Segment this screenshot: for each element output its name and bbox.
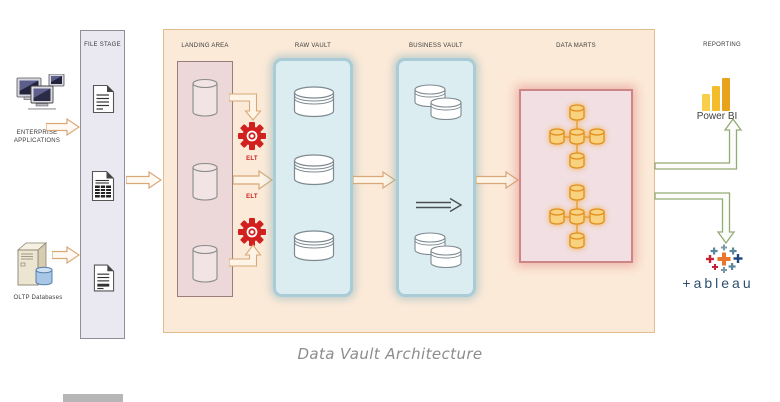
tableau-sparkle-icon — [706, 244, 743, 273]
business-vault-box — [396, 58, 476, 297]
star-schema-icon — [549, 184, 605, 249]
arrow-oltp-to-filestage — [52, 245, 80, 265]
elt-bottom-label: ELT — [246, 194, 258, 200]
data-marts-box — [519, 89, 633, 263]
enterprise-applications-label: ENTERPRISE APPLICATIONS — [13, 130, 61, 145]
database-pair-icon — [414, 84, 462, 121]
arrow-businessvault-to-datamarts — [476, 170, 519, 190]
bottom-scrollbar-fragment — [63, 394, 123, 402]
arrow-landing-to-bottom-gear — [229, 244, 262, 267]
raw-vault-box — [273, 58, 353, 297]
elt-top-label: ELT — [246, 156, 258, 162]
spreadsheet-document-icon — [91, 170, 115, 202]
reporting-label: REPORTING — [703, 42, 741, 48]
landing-area-box — [177, 61, 233, 297]
file-stage-panel: FILE STAGE — [80, 30, 125, 339]
diagram-title: Data Vault Architecture — [297, 345, 483, 363]
database-cylinder-icon — [192, 78, 218, 117]
database-cylinder-icon — [293, 154, 335, 186]
text-document-icon — [92, 84, 115, 114]
power-bi-bars-icon — [702, 78, 730, 111]
power-bi-label: Power BI — [696, 111, 738, 122]
workstations-icon — [16, 74, 65, 110]
database-cylinder-icon — [192, 244, 218, 283]
database-cylinder-icon — [192, 162, 218, 201]
data-marts-label: DATA MARTS — [556, 43, 596, 49]
arrow-landing-to-rawvault — [233, 170, 273, 190]
database-pair-icon — [414, 232, 462, 269]
arrow-rawvault-to-businessvault — [353, 170, 396, 190]
database-cylinder-icon — [293, 230, 335, 262]
data-vault-container: LANDING AREA RAW VAULT BUSINESS VAULT DA… — [163, 29, 655, 333]
file-stage-label: FILE STAGE — [84, 42, 121, 48]
raw-vault-label: RAW VAULT — [294, 43, 332, 49]
arrow-filestage-to-landing — [126, 170, 162, 190]
gear-icon — [238, 122, 266, 150]
transform-arrow-icon — [416, 197, 463, 213]
arrow-datamarts-to-powerbi — [654, 117, 743, 170]
tableau-label: +ableau — [682, 275, 754, 291]
business-vault-label: BUSINESS VAULT — [409, 43, 463, 49]
arrow-enterprise-to-filestage — [46, 117, 80, 137]
landing-area-label: LANDING AREA — [181, 43, 229, 49]
arrow-landing-to-top-gear — [229, 93, 262, 121]
oltp-databases-label: OLTP Databases — [13, 295, 63, 301]
database-cylinder-icon — [293, 86, 335, 118]
arrow-datamarts-to-tableau — [654, 192, 736, 245]
gear-icon — [238, 218, 266, 246]
database-server-icon — [16, 242, 53, 286]
text-document-icon — [93, 264, 115, 292]
star-schema-icon — [549, 104, 605, 169]
